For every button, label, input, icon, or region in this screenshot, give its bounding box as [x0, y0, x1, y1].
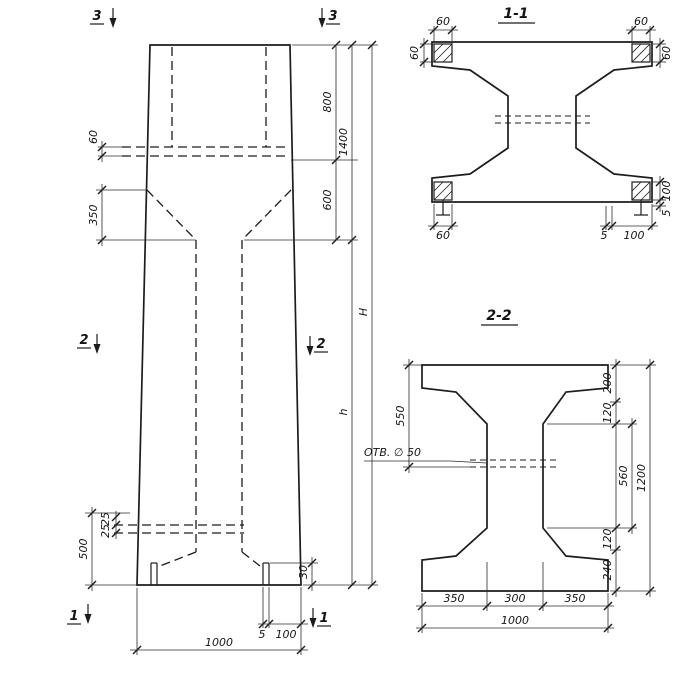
elevation-view: 60 350 25 25 500 800 600 1400 h H 30 5 1…: [67, 8, 378, 655]
s22-dim-120-b: 120: [601, 529, 614, 550]
dim-1000: 1000: [205, 636, 233, 649]
marker-3-right: 3: [328, 9, 337, 24]
hole-lines: [364, 459, 560, 468]
section-2-2: 2-2 ОТВ. ∅ 50: [364, 308, 656, 633]
section-2-2-dim-lines: [408, 359, 651, 629]
s22-dim-300: 300: [505, 592, 526, 605]
s11-dim-60-tr: 60: [634, 15, 648, 28]
section-markers: 3 3 2 2 1 1: [67, 8, 340, 628]
section-1-1-outline: [431, 41, 653, 203]
base-feet: [150, 562, 270, 585]
dim-25-b: 25: [99, 524, 112, 538]
elevation-dimension-lines: [91, 45, 373, 651]
dim-30: 30: [297, 565, 310, 579]
s22-dim-350-b: 350: [565, 592, 586, 605]
elevation-extension-lines: [85, 44, 378, 655]
s22-dim-1000: 1000: [501, 614, 529, 627]
s22-dim-120-a: 120: [601, 403, 614, 424]
dim-plate-60: 60: [87, 130, 100, 144]
s22-dim-550: 550: [394, 406, 407, 427]
section-1-1-ticks: [419, 25, 665, 231]
s11-dim-60-left: 60: [408, 46, 421, 60]
marker-3-left: 3: [92, 9, 101, 24]
dim-5: 5: [259, 628, 266, 641]
s11-dim-60-right: 60: [660, 46, 673, 60]
marker-2-left: 2: [79, 333, 88, 348]
dim-500: 500: [77, 539, 90, 560]
hole-label: ОТВ. ∅ 50: [364, 446, 421, 459]
dim-350: 350: [87, 205, 100, 226]
s11-dim-100-right: 100: [660, 181, 673, 202]
s11-dim-5-right: 5: [660, 210, 673, 217]
section-2-2-title: 2-2: [486, 308, 511, 324]
section-1-1-hidden-lines: [495, 115, 590, 124]
s22-dim-350-a: 350: [444, 592, 465, 605]
s22-dim-560: 560: [617, 466, 630, 487]
s11-dim-60-tl: 60: [436, 15, 450, 28]
embedded-plates: [433, 43, 651, 216]
s11-dim-60-bl: 60: [436, 229, 450, 242]
elevation-dimension-ticks: [87, 40, 377, 655]
dim-25-a: 25: [99, 512, 112, 526]
s22-dim-240: 240: [601, 560, 614, 581]
dim-800: 800: [321, 92, 334, 113]
column-outline: [136, 44, 302, 586]
section-1-1-title: 1-1: [503, 6, 528, 22]
dim-h: h: [337, 408, 350, 415]
marker-1-right: 1: [319, 611, 328, 626]
marker-2-right: 2: [316, 337, 325, 352]
s22-dim-1200: 1200: [635, 464, 648, 492]
s11-dim-100-bottom: 100: [624, 229, 645, 242]
dim-600: 600: [321, 190, 334, 211]
dim-100: 100: [276, 628, 297, 641]
dim-1400: 1400: [337, 128, 350, 156]
web-hidden-lines: [114, 189, 292, 567]
section-1-1: 1-1: [408, 6, 673, 242]
marker-1-left: 1: [69, 609, 78, 624]
section-1-1-dim-lines: [420, 26, 666, 230]
section-2-2-outline: [421, 364, 609, 592]
s22-dim-200: 200: [601, 373, 614, 394]
top-recess-hidden-lines: [122, 47, 289, 157]
s11-dim-5-bottom: 5: [601, 229, 608, 242]
section-2-2-extension-lines: [403, 364, 656, 633]
dim-H: H: [357, 308, 370, 316]
